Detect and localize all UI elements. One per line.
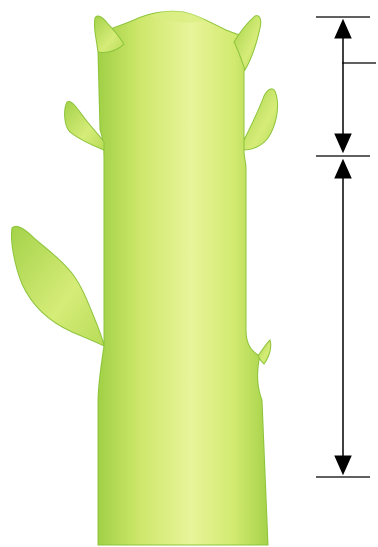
upper-arrow-head-top (335, 20, 351, 38)
bud-middle-right (244, 89, 278, 150)
bud-lower-right (258, 340, 271, 364)
lower-arrow-head-bottom (335, 456, 351, 474)
measurement-arrows (316, 17, 376, 477)
stem-body (97, 11, 268, 545)
upper-arrow-head-bottom (335, 134, 351, 152)
bud-middle-left (65, 101, 104, 150)
leaf-lower-left (11, 226, 104, 346)
lower-arrow-head-top (335, 160, 351, 178)
